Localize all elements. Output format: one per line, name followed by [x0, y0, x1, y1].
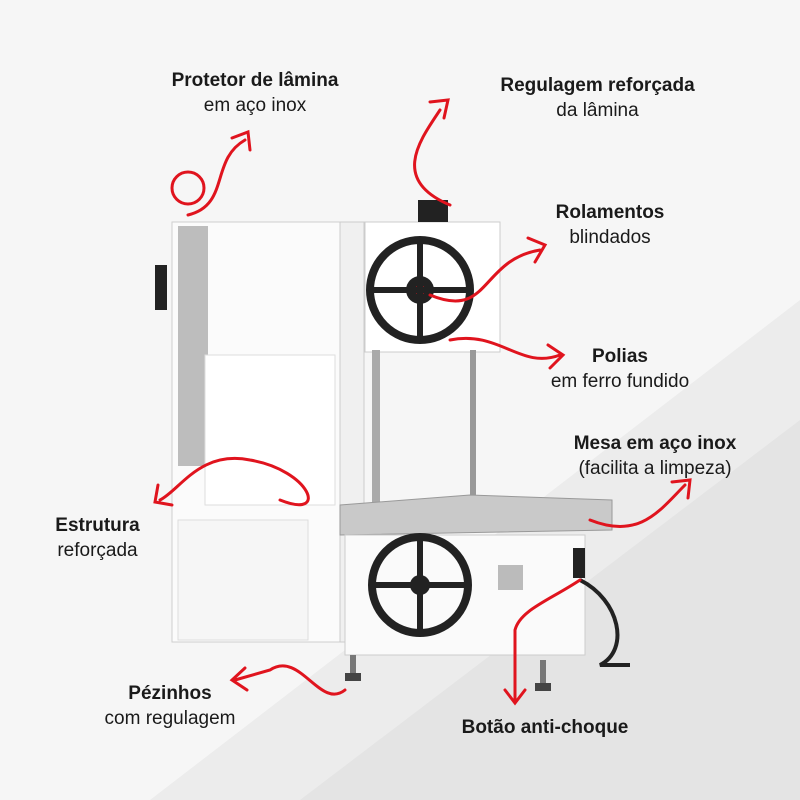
callout-pulleys: Polias em ferro fundido: [515, 344, 725, 394]
callout-title: Mesa em aço inox: [573, 433, 737, 454]
callout-title: Polias: [592, 346, 648, 367]
tension-knob: [418, 200, 448, 222]
callout-subtitle: blindados: [569, 227, 651, 248]
callout-blade-adjustment: Regulagem reforçada da lâmina: [465, 73, 730, 123]
callout-title: Regulagem reforçada: [500, 75, 695, 96]
callout-subtitle: (facilita a limpeza): [578, 458, 732, 479]
callout-structure: Estrutura reforçada: [30, 513, 165, 563]
callout-feet: Pézinhos com regulagem: [70, 681, 270, 731]
callout-table: Mesa em aço inox (facilita a limpeza): [535, 431, 775, 481]
callout-anti-shock-button: Botão anti-choque: [430, 715, 660, 740]
callout-subtitle: reforçada: [57, 540, 138, 561]
lower-pulley: [368, 533, 472, 637]
callout-subtitle: em ferro fundido: [550, 371, 690, 392]
callout-bearings: Rolamentos blindados: [520, 200, 700, 250]
callout-subtitle: da lâmina: [556, 100, 639, 121]
blade-guard: [178, 226, 208, 466]
callout-title: Botão anti-choque: [461, 717, 629, 738]
callout-title: Pézinhos: [128, 683, 212, 704]
anti-shock-button: [573, 548, 585, 578]
callout-subtitle: com regulagem: [104, 708, 236, 729]
callout-title: Protetor de lâmina: [171, 70, 339, 91]
upper-pulley: [366, 236, 474, 344]
callout-subtitle: em aço inox: [203, 95, 307, 116]
callout-blade-guard: Protetor de lâmina em aço inox: [130, 68, 380, 118]
callout-title: Rolamentos: [555, 202, 665, 223]
callout-title: Estrutura: [55, 515, 140, 536]
